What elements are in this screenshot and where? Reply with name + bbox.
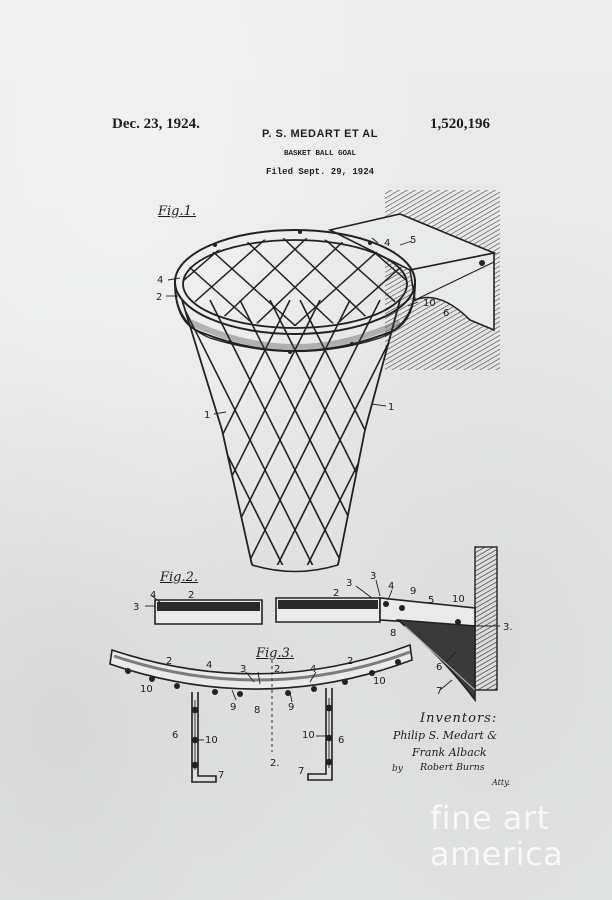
fig2-ref: 3 (346, 578, 352, 589)
fig1-ring-rivets (213, 230, 372, 354)
fig3-rim (109, 643, 413, 690)
fig3-right-bracket (307, 688, 333, 781)
inventor-signature-2: Frank Alback (412, 746, 487, 759)
fig3-left-bracket (191, 692, 217, 783)
fig3-ref: 10 (302, 730, 315, 741)
fig3-ref-numbers: 2 4 3 2. 4 2 10 10 9 8 9 6 10 10 6 7 2. … (140, 656, 386, 781)
fig2-ref: 3. (503, 622, 513, 633)
by-label: by (392, 764, 403, 774)
inventors-heading: Inventors: (420, 711, 498, 726)
fig3-ref: 8 (254, 705, 260, 716)
fig2-ref: 10 (452, 594, 465, 605)
fig3-drawing: 2 4 3 2. 4 2 10 10 9 8 9 6 10 10 6 7 2. … (109, 643, 413, 783)
fig3-ref: 10 (205, 735, 218, 746)
fig1-ref-numbers: 4 5 4 2 10 6 1 1 (156, 235, 449, 421)
fig3-ref: 3 (240, 664, 246, 675)
fig3-rivets (125, 659, 401, 697)
fig2-ref: 8 (390, 628, 396, 639)
fig2-ref: 3 (370, 571, 376, 582)
fig3-ref: 2. (270, 758, 280, 769)
fig1-ref: 1 (388, 402, 394, 413)
fig1-ref: 1 (204, 410, 210, 421)
fig2-ref: 4 (150, 590, 156, 601)
watermark-line-2: america (430, 835, 564, 873)
fig2-backboard (474, 546, 498, 691)
fig2-ref: 3 (133, 602, 139, 613)
fig3-ref: 9 (230, 702, 236, 713)
attorney-signature: Robert Burns (420, 762, 485, 773)
fig2-ref: 2 (333, 588, 339, 599)
fig3-ref: 10 (373, 676, 386, 687)
fig2-ref: 6 (436, 662, 442, 673)
filed-date: Filed Sept. 29, 1924 (265, 167, 375, 177)
fig2-ref: 4 (388, 581, 394, 592)
fig1-ring (174, 229, 416, 353)
fig1-label: Fig.1. (158, 204, 197, 219)
fig1-ref: 10 (423, 298, 436, 309)
patent-date: Dec. 23, 1924. (112, 116, 200, 132)
fig1-ref: 2 (156, 292, 162, 303)
fig3-ref: 4 (206, 660, 212, 671)
fig3-ref: 6 (172, 730, 178, 741)
fig3-label: Fig.3. (256, 646, 295, 661)
fig3-ref: 2 (347, 656, 353, 667)
watermark: fine art america (430, 800, 563, 872)
fig2-ref: 5 (428, 595, 434, 606)
fig2-label: Fig.2. (160, 570, 199, 585)
inventor-header: P. S. MEDART ET AL (262, 128, 378, 140)
fig3-ref: 10 (140, 684, 153, 695)
fig2-drawing: 3 4 2 2 3 3 4 9 5 10 3. 8 6 7 (133, 546, 513, 703)
patent-number: 1,520,196 (430, 116, 490, 132)
fig1-ref: 6 (443, 308, 449, 319)
inventor-signature-1: Philip S. Medart & (393, 729, 498, 742)
fig2-bracket (379, 597, 476, 703)
fig3-ref: 7 (298, 766, 304, 777)
fig3-ref: 9 (288, 702, 294, 713)
fig3-ref: 2 (166, 656, 172, 667)
fig2-ref: 2 (188, 590, 194, 601)
fig3-ref: 2. (274, 664, 284, 675)
fig3-ref: 4 (310, 664, 316, 675)
fig2-ref-numbers: 3 4 2 2 3 3 4 9 5 10 3. 8 6 7 (133, 571, 513, 697)
fig2-ref: 7 (436, 686, 442, 697)
fig2-rim-left (154, 599, 263, 625)
fig1-drawing: 4 5 4 2 10 6 1 1 (156, 190, 500, 573)
fig1-ref: 4 (157, 275, 163, 286)
watermark-line-1: fine art (430, 799, 550, 837)
fig2-ref: 9 (410, 586, 416, 597)
attorney-label: Atty. (492, 778, 511, 787)
invention-title: BASKET BALL GOAL (283, 150, 356, 158)
fig3-ref: 6 (338, 735, 344, 746)
fig3-ref: 7 (218, 770, 224, 781)
fig1-ref: 4 (384, 238, 390, 249)
fig2-rim-right (275, 597, 381, 623)
fig1-ref: 5 (410, 235, 416, 246)
